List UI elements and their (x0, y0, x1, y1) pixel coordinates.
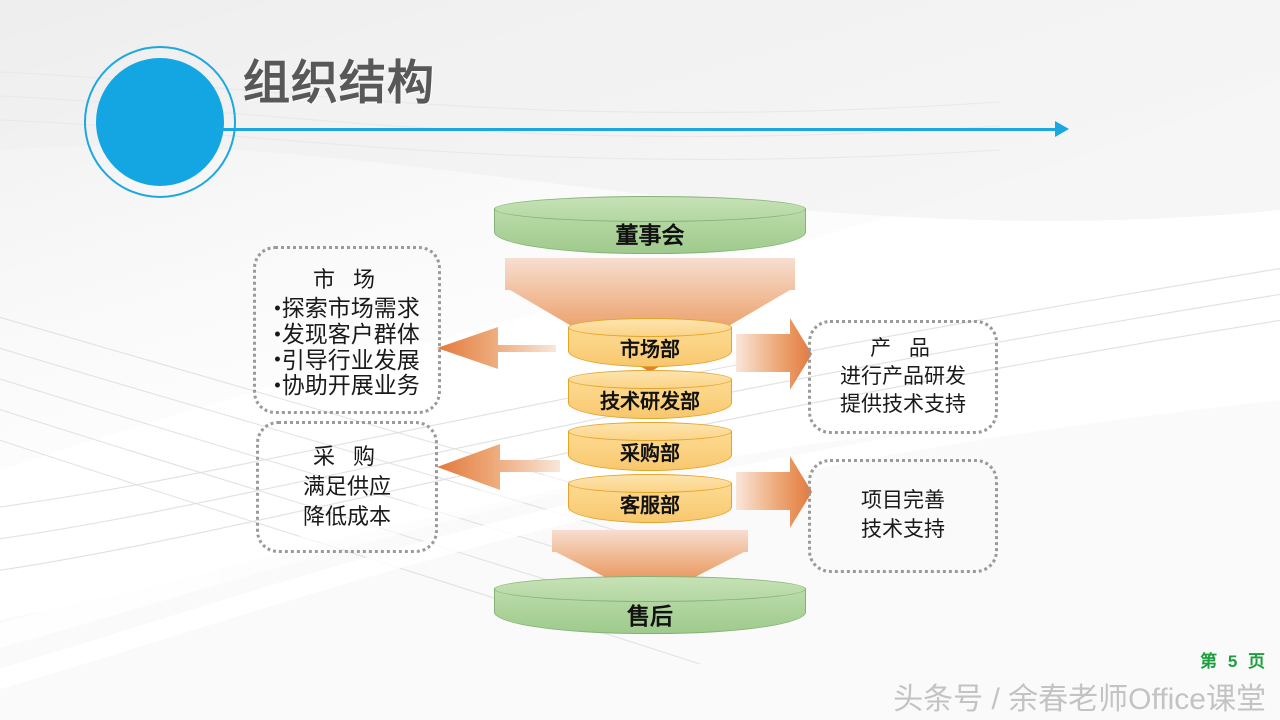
callout-product-head: 产 品 (870, 337, 936, 361)
page-title: 组织结构 (243, 56, 435, 109)
title-underline-rule (215, 128, 1063, 131)
callout-purchasing-head: 采 购 (312, 444, 382, 470)
decorative-circle-ring (84, 46, 236, 198)
cylinder-top-ellipse (568, 422, 732, 441)
cylinder-top-ellipse (494, 196, 806, 222)
callout-market-bullet-4: • 协助开展业务 (274, 372, 420, 399)
arrow-center-to-project-callout (736, 456, 812, 528)
page-number: 第 5 页 (1200, 652, 1268, 671)
cylinder-top-ellipse (568, 370, 732, 389)
cylinder-top-ellipse (494, 576, 806, 602)
arrow-market-to-left-callout (437, 326, 556, 371)
callout-market[interactable]: 市 场 • 探索市场需求 • 发现客户群体 • 引导行业发展 • 协助开展业务 (253, 246, 441, 414)
watermark-text: 头条号 / 余春老师Office课堂 (893, 683, 1266, 716)
node-marketing-dept-label: 市场部 (620, 339, 680, 361)
callout-project-line-2: 技术支持 (861, 518, 945, 541)
callout-purchasing-line-2: 降低成本 (302, 503, 391, 529)
node-board[interactable]: 董事会 (494, 196, 806, 258)
callout-purchasing-line-1: 满足供应 (302, 474, 391, 500)
node-rnd-dept-label: 技术研发部 (600, 391, 700, 413)
callout-market-head: 市 场 (312, 266, 382, 292)
callout-market-bullet-3-label: 引导行业发展 (281, 346, 420, 373)
node-customer-service-dept[interactable]: 客服部 (568, 474, 732, 526)
callout-market-bullet-4-label: 协助开展业务 (281, 372, 420, 399)
callout-product[interactable]: 产 品 进行产品研发 提供技术支持 (808, 320, 998, 434)
node-rnd-dept[interactable]: 技术研发部 (568, 370, 732, 422)
callout-market-bullet-1: • 探索市场需求 (274, 294, 420, 321)
node-aftersales[interactable]: 售后 (494, 576, 806, 638)
callout-product-line-1: 进行产品研发 (840, 365, 966, 389)
node-aftersales-label: 售后 (627, 603, 673, 629)
callout-market-bullet-2-label: 发现客户群体 (281, 320, 420, 347)
callout-market-bullet-2: • 发现客户群体 (274, 320, 420, 347)
arrow-purchase-to-left-callout (437, 442, 560, 492)
callout-project-line-1: 项目完善 (861, 489, 945, 513)
callout-project[interactable]: 项目完善 技术支持 (808, 459, 998, 573)
title-underline-arrow-icon (1055, 121, 1069, 137)
callout-market-bullet-1-label: 探索市场需求 (281, 294, 420, 321)
node-customer-service-dept-label: 客服部 (620, 495, 680, 517)
node-purchasing-dept-label: 采购部 (620, 443, 680, 465)
callout-purchasing[interactable]: 采 购 满足供应 降低成本 (256, 421, 438, 553)
cylinder-top-ellipse (568, 318, 732, 337)
callout-market-bullet-3: • 引导行业发展 (274, 346, 420, 373)
callout-product-line-2: 提供技术支持 (840, 392, 966, 416)
cylinder-top-ellipse (568, 474, 732, 493)
node-marketing-dept[interactable]: 市场部 (568, 318, 732, 370)
decorative-circle-fill (96, 58, 224, 186)
arrow-center-to-product-callout (736, 318, 812, 390)
node-purchasing-dept[interactable]: 采购部 (568, 422, 732, 474)
node-board-label: 董事会 (615, 222, 685, 248)
